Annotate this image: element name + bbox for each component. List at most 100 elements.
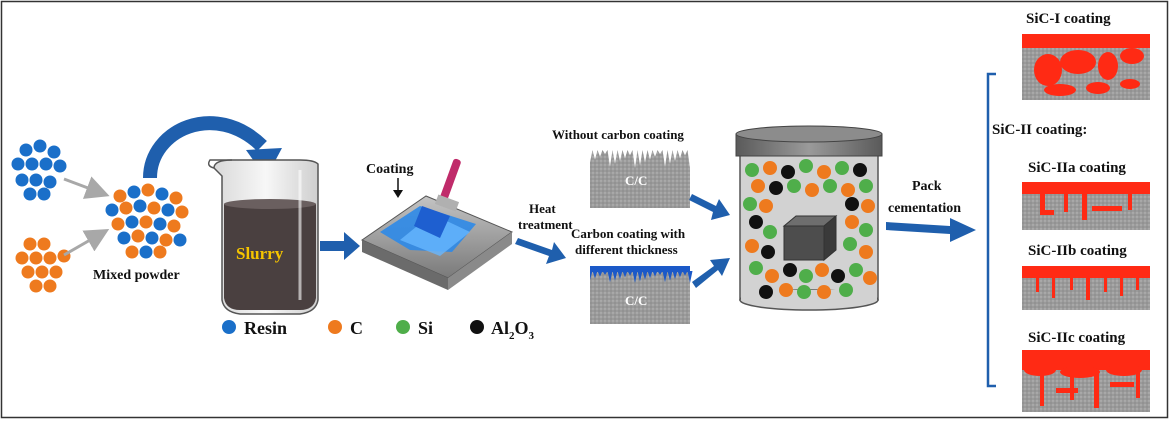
- cementation-label: cementation: [888, 201, 961, 216]
- particle: [147, 201, 161, 215]
- arrow-bottom-to-crucible: [692, 258, 730, 288]
- particle: [139, 215, 153, 229]
- alumina-legend-dot: [470, 320, 484, 334]
- coating-label: Coating: [366, 162, 413, 177]
- particle: [111, 217, 125, 231]
- particle: [745, 163, 759, 177]
- sic-iib-label: SiC-IIb coating: [1028, 243, 1127, 259]
- particle: [797, 285, 811, 299]
- particle: [743, 197, 757, 211]
- crucible-icon: [735, 125, 883, 311]
- particle: [117, 231, 131, 245]
- particle: [769, 181, 783, 195]
- particle: [841, 183, 855, 197]
- mixed-powder-label: Mixed powder: [93, 268, 180, 283]
- particle: [751, 179, 765, 193]
- particle: [29, 251, 43, 265]
- particle: [37, 237, 51, 251]
- particle: [19, 143, 33, 157]
- particle: [759, 285, 773, 299]
- particle: [845, 215, 859, 229]
- particle: [845, 197, 859, 211]
- slurry-label: Slurry: [236, 244, 284, 263]
- particle: [787, 179, 801, 193]
- particle: [39, 157, 53, 171]
- carbon-coating-label-2: different thickness: [575, 242, 678, 257]
- sic-i-panel: [1022, 34, 1150, 100]
- particle: [815, 263, 829, 277]
- particle: [29, 279, 43, 293]
- gray-arrow-resin: [63, 176, 110, 199]
- particle: [799, 269, 813, 283]
- sic-iia-label: SiC-IIa coating: [1028, 160, 1126, 176]
- particle: [765, 269, 779, 283]
- particle: [749, 215, 763, 229]
- particle: [125, 215, 139, 229]
- particle: [141, 183, 155, 197]
- particle: [799, 159, 813, 173]
- particle: [161, 203, 175, 217]
- particle: [849, 263, 863, 277]
- treatment-label: treatment: [518, 217, 573, 232]
- particle: [53, 159, 67, 173]
- arrow-to-plate: [320, 232, 360, 260]
- without-carbon-label: Without carbon coating: [552, 127, 684, 142]
- particle: [43, 279, 57, 293]
- sic-iic-panel: [1022, 350, 1150, 412]
- particle: [23, 237, 37, 251]
- particle: [105, 203, 119, 217]
- particle: [167, 219, 181, 233]
- gray-arrow-carbon: [63, 229, 110, 257]
- particle: [43, 175, 57, 189]
- particle: [33, 139, 47, 153]
- particle: [745, 239, 759, 253]
- heat-label: Heat: [529, 201, 556, 216]
- particle: [859, 245, 873, 259]
- particle: [153, 245, 167, 259]
- particle: [863, 271, 877, 285]
- carbon-coating-label-1: Carbon coating with: [571, 226, 686, 241]
- particle: [119, 201, 133, 215]
- particle: [23, 187, 37, 201]
- particle: [133, 199, 147, 213]
- arrow-top-to-crucible: [689, 194, 730, 220]
- beaker-icon: [207, 159, 319, 315]
- carbon-legend-dot: [328, 320, 342, 334]
- particle: [15, 251, 29, 265]
- particle: [47, 145, 61, 159]
- particle: [43, 251, 57, 265]
- particle: [859, 179, 873, 193]
- particle: [817, 285, 831, 299]
- results-bracket: [986, 72, 996, 388]
- resin-legend-dot: [222, 320, 236, 334]
- particle: [15, 173, 29, 187]
- particle: [169, 191, 183, 205]
- curved-arrow: [143, 116, 267, 179]
- particle: [779, 283, 793, 297]
- cc-bottom-label: C/C: [625, 293, 647, 308]
- sic-iia-panel: [1022, 182, 1150, 230]
- particle: [763, 225, 777, 239]
- particle: [859, 223, 873, 237]
- particle: [125, 245, 139, 259]
- particle: [37, 187, 51, 201]
- particle: [35, 265, 49, 279]
- pack-label: Pack: [912, 179, 942, 194]
- particle: [29, 173, 43, 187]
- silicon-legend-dot: [396, 320, 410, 334]
- sic-i-label: SiC-I coating: [1026, 11, 1111, 27]
- particle: [155, 187, 169, 201]
- cc-top-label: C/C: [625, 173, 647, 188]
- particle: [749, 261, 763, 275]
- particle: [145, 231, 159, 245]
- particle: [159, 233, 173, 247]
- legend-al2o3: Al2O3: [491, 318, 535, 342]
- particle: [173, 233, 187, 247]
- coating-pointer-head: [393, 190, 403, 198]
- particle: [761, 245, 775, 259]
- brush-icon: [414, 158, 461, 238]
- particle: [831, 269, 845, 283]
